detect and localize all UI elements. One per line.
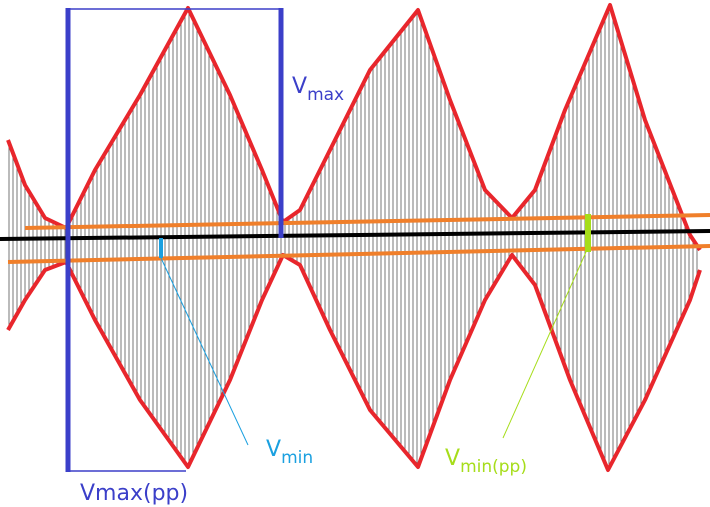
vmax-label-sub: max	[307, 85, 344, 105]
carrier-oscillation-lines	[8, 7, 698, 469]
vmax-label-main: V	[292, 74, 307, 99]
vmin-pp-label-sub: min(pp)	[460, 457, 527, 477]
vmin-pointer-line	[160, 257, 249, 446]
vmin-label-sub: min	[281, 448, 313, 468]
vmin-pp-label-main: V	[445, 446, 460, 471]
vmin-pp-pointer-line	[502, 251, 587, 439]
vmax-pp-label-main: Vmax(pp)	[80, 481, 188, 506]
vmin-pp-label: Vmin(pp)	[445, 446, 527, 477]
zero-baseline	[0, 229, 710, 241]
vmin-label-main: V	[266, 437, 281, 462]
min-level-lower-line	[7, 244, 710, 264]
lower-envelope	[6, 253, 702, 472]
upper-envelope	[6, 3, 702, 252]
vmin-label: Vmin	[266, 437, 313, 468]
vmax-label: Vmax	[292, 74, 344, 105]
min-level-upper-line	[24, 213, 710, 230]
vmax-pp-label: Vmax(pp)	[80, 481, 188, 506]
